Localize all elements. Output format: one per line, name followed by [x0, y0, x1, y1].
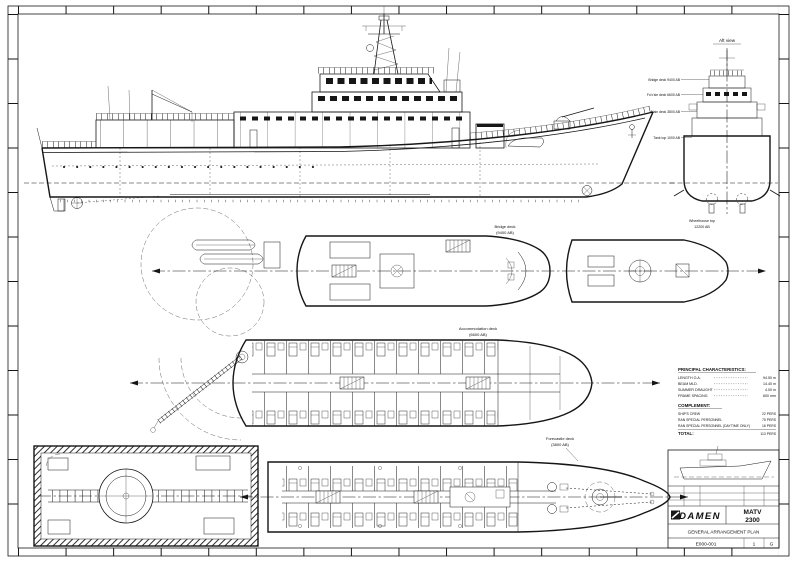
cabin-band — [252, 392, 498, 426]
complement-row-label: RAN SPECIAL PERSONNEL — [678, 418, 722, 422]
machinery-casing — [449, 486, 511, 508]
wheelhouse-top-outline — [565, 239, 729, 303]
davit — [263, 241, 281, 269]
maindeck-outline — [267, 461, 671, 533]
hold-plan — [33, 445, 259, 547]
aft-view-label: Aft view — [719, 38, 736, 43]
funnel — [475, 123, 505, 149]
model-name-line1: MATV — [744, 509, 763, 516]
wheelhouse-top-elevation: 12200 AB — [694, 225, 710, 229]
characteristics-title: PRINCIPAL CHARACTERISTICS: — [678, 367, 746, 372]
complement-row-value: 22 PERS — [762, 412, 777, 416]
complement-title: COMPLEMENT: — [678, 403, 711, 408]
bow-thruster — [581, 185, 593, 196]
side-profile-view — [24, 6, 674, 212]
aft-view: Aft view Bridge deck 9400 AB Fo'c'sle de… — [647, 38, 781, 229]
davit-swing-arc — [195, 267, 265, 337]
titleblock-revision-grid — [668, 486, 779, 506]
bridge-deck-callout: Bridge deck (9400 AB) — [494, 224, 515, 235]
accommodation-callout: Accommodation deck (6600 AB) — [459, 326, 497, 337]
company-name: DAMEN — [679, 511, 721, 522]
deck-level-label: Tank top 1000 AB — [653, 136, 680, 140]
boat — [199, 253, 264, 265]
main-mast — [107, 6, 461, 121]
complement-row-value: 16 PERS — [762, 424, 777, 428]
railings — [42, 67, 651, 148]
stair-symbol — [315, 490, 341, 504]
deck-crane — [150, 350, 249, 441]
complement-row-label: RAN SPECIAL PERSONNEL (DAYTIME ONLY) — [678, 424, 750, 428]
char-row-value: 4.00 m — [765, 388, 776, 392]
principal-characteristics-table: PRINCIPAL CHARACTERISTICS: LENGTH O.A. 9… — [678, 367, 776, 398]
titleblock-logo-row: DAMEN MATV 2300 — [671, 506, 762, 524]
char-row-label: SUMMER DRAUGHT — [678, 388, 714, 392]
stair-symbol — [339, 376, 365, 390]
stair-symbol — [445, 239, 471, 253]
boat — [191, 239, 256, 251]
complement-table: COMPLEMENT: SHIP'S CREW 22 PERS RAN SPEC… — [678, 403, 777, 436]
bridge-deck-plan: Bridge deck (9400 AB) — [140, 207, 766, 337]
deck-level-label: Bridge deck 9400 AB — [648, 78, 680, 82]
rudder-propeller — [36, 127, 161, 212]
accommodation-label: Accommodation deck — [459, 326, 497, 331]
titleblock-number-row: E000-001 1 G — [696, 538, 774, 548]
complement-row-value: 75 PERS — [762, 418, 777, 422]
cabin-band — [252, 340, 498, 374]
char-row-value: 14.40 m — [763, 382, 776, 386]
forecastle-callout: Forecastle deck (3800 AB) — [546, 436, 579, 462]
titleblock-ship-thumbnail — [674, 445, 774, 480]
superstructure — [95, 73, 544, 149]
bridge-deck-label: Bridge deck — [494, 224, 515, 229]
bridge-deck-outline — [296, 235, 551, 307]
anchor — [628, 124, 636, 138]
drawing-title: GENERAL ARRANGEMENT PLAN — [688, 530, 760, 535]
complement-total-label: TOTAL: — [678, 431, 694, 436]
model-name-line2: 2300 — [745, 517, 760, 524]
char-row-label: BEAM MLD. — [678, 382, 698, 386]
bridge-deck-elevation: (9400 AB) — [496, 230, 514, 235]
complement-total-value: 113 PERS — [760, 432, 776, 436]
forecastle-elevation: (3800 AB) — [551, 442, 569, 447]
complement-row-label: SHIP'S CREW — [678, 412, 701, 416]
char-row-value: 600 mm — [763, 394, 776, 398]
forecastle-deck-plan: Forecastle deck (3800 AB) — [240, 436, 688, 533]
char-row-value: 94.50 m — [763, 376, 776, 380]
wheelhouse-top-label: Wheelhouse top — [689, 219, 715, 223]
aft-hull — [683, 135, 771, 202]
fore-gun — [553, 107, 595, 130]
char-row-label: FRAME SPACING — [678, 394, 708, 398]
wheelhouse-top-callout: Wheelhouse top 12200 AB — [689, 219, 715, 229]
deck-level-callouts: Bridge deck 9400 AB Fo'c'sle deck 6600 A… — [647, 78, 709, 140]
foredeck-fittings — [298, 466, 655, 528]
radome — [366, 44, 374, 52]
wheelhouse-top-plan — [565, 239, 729, 303]
rescue-boat — [507, 137, 544, 148]
stern-staff — [36, 127, 43, 149]
radar-antenna — [378, 15, 390, 21]
stair-symbol — [413, 490, 439, 504]
forecastle-label: Forecastle deck — [546, 436, 574, 441]
revision-letter: G — [770, 542, 774, 548]
drawing-number: E000-001 — [696, 542, 717, 548]
deck-level-label: Fo'c'sle deck 6600 AB — [647, 93, 681, 97]
sheet-number: 1 — [753, 542, 756, 548]
deck-level-label: Main deck 3800 AB — [651, 110, 681, 114]
title-block: DAMEN MATV 2300 GENERAL ARRANGEMENT PLAN… — [667, 445, 780, 549]
char-row-label: LENGTH O.A. — [678, 376, 701, 380]
stair-symbol — [331, 264, 357, 278]
accommodation-deck-plan: Accommodation deck (6600 AB) — [130, 326, 660, 441]
sheet-frame — [7, 5, 790, 557]
aft-crane — [151, 89, 193, 122]
stair-symbol — [465, 376, 491, 390]
wheelhouse — [319, 73, 441, 93]
accommodation-outline — [232, 339, 593, 427]
accommodation-elevation: (6600 AB) — [469, 332, 487, 337]
